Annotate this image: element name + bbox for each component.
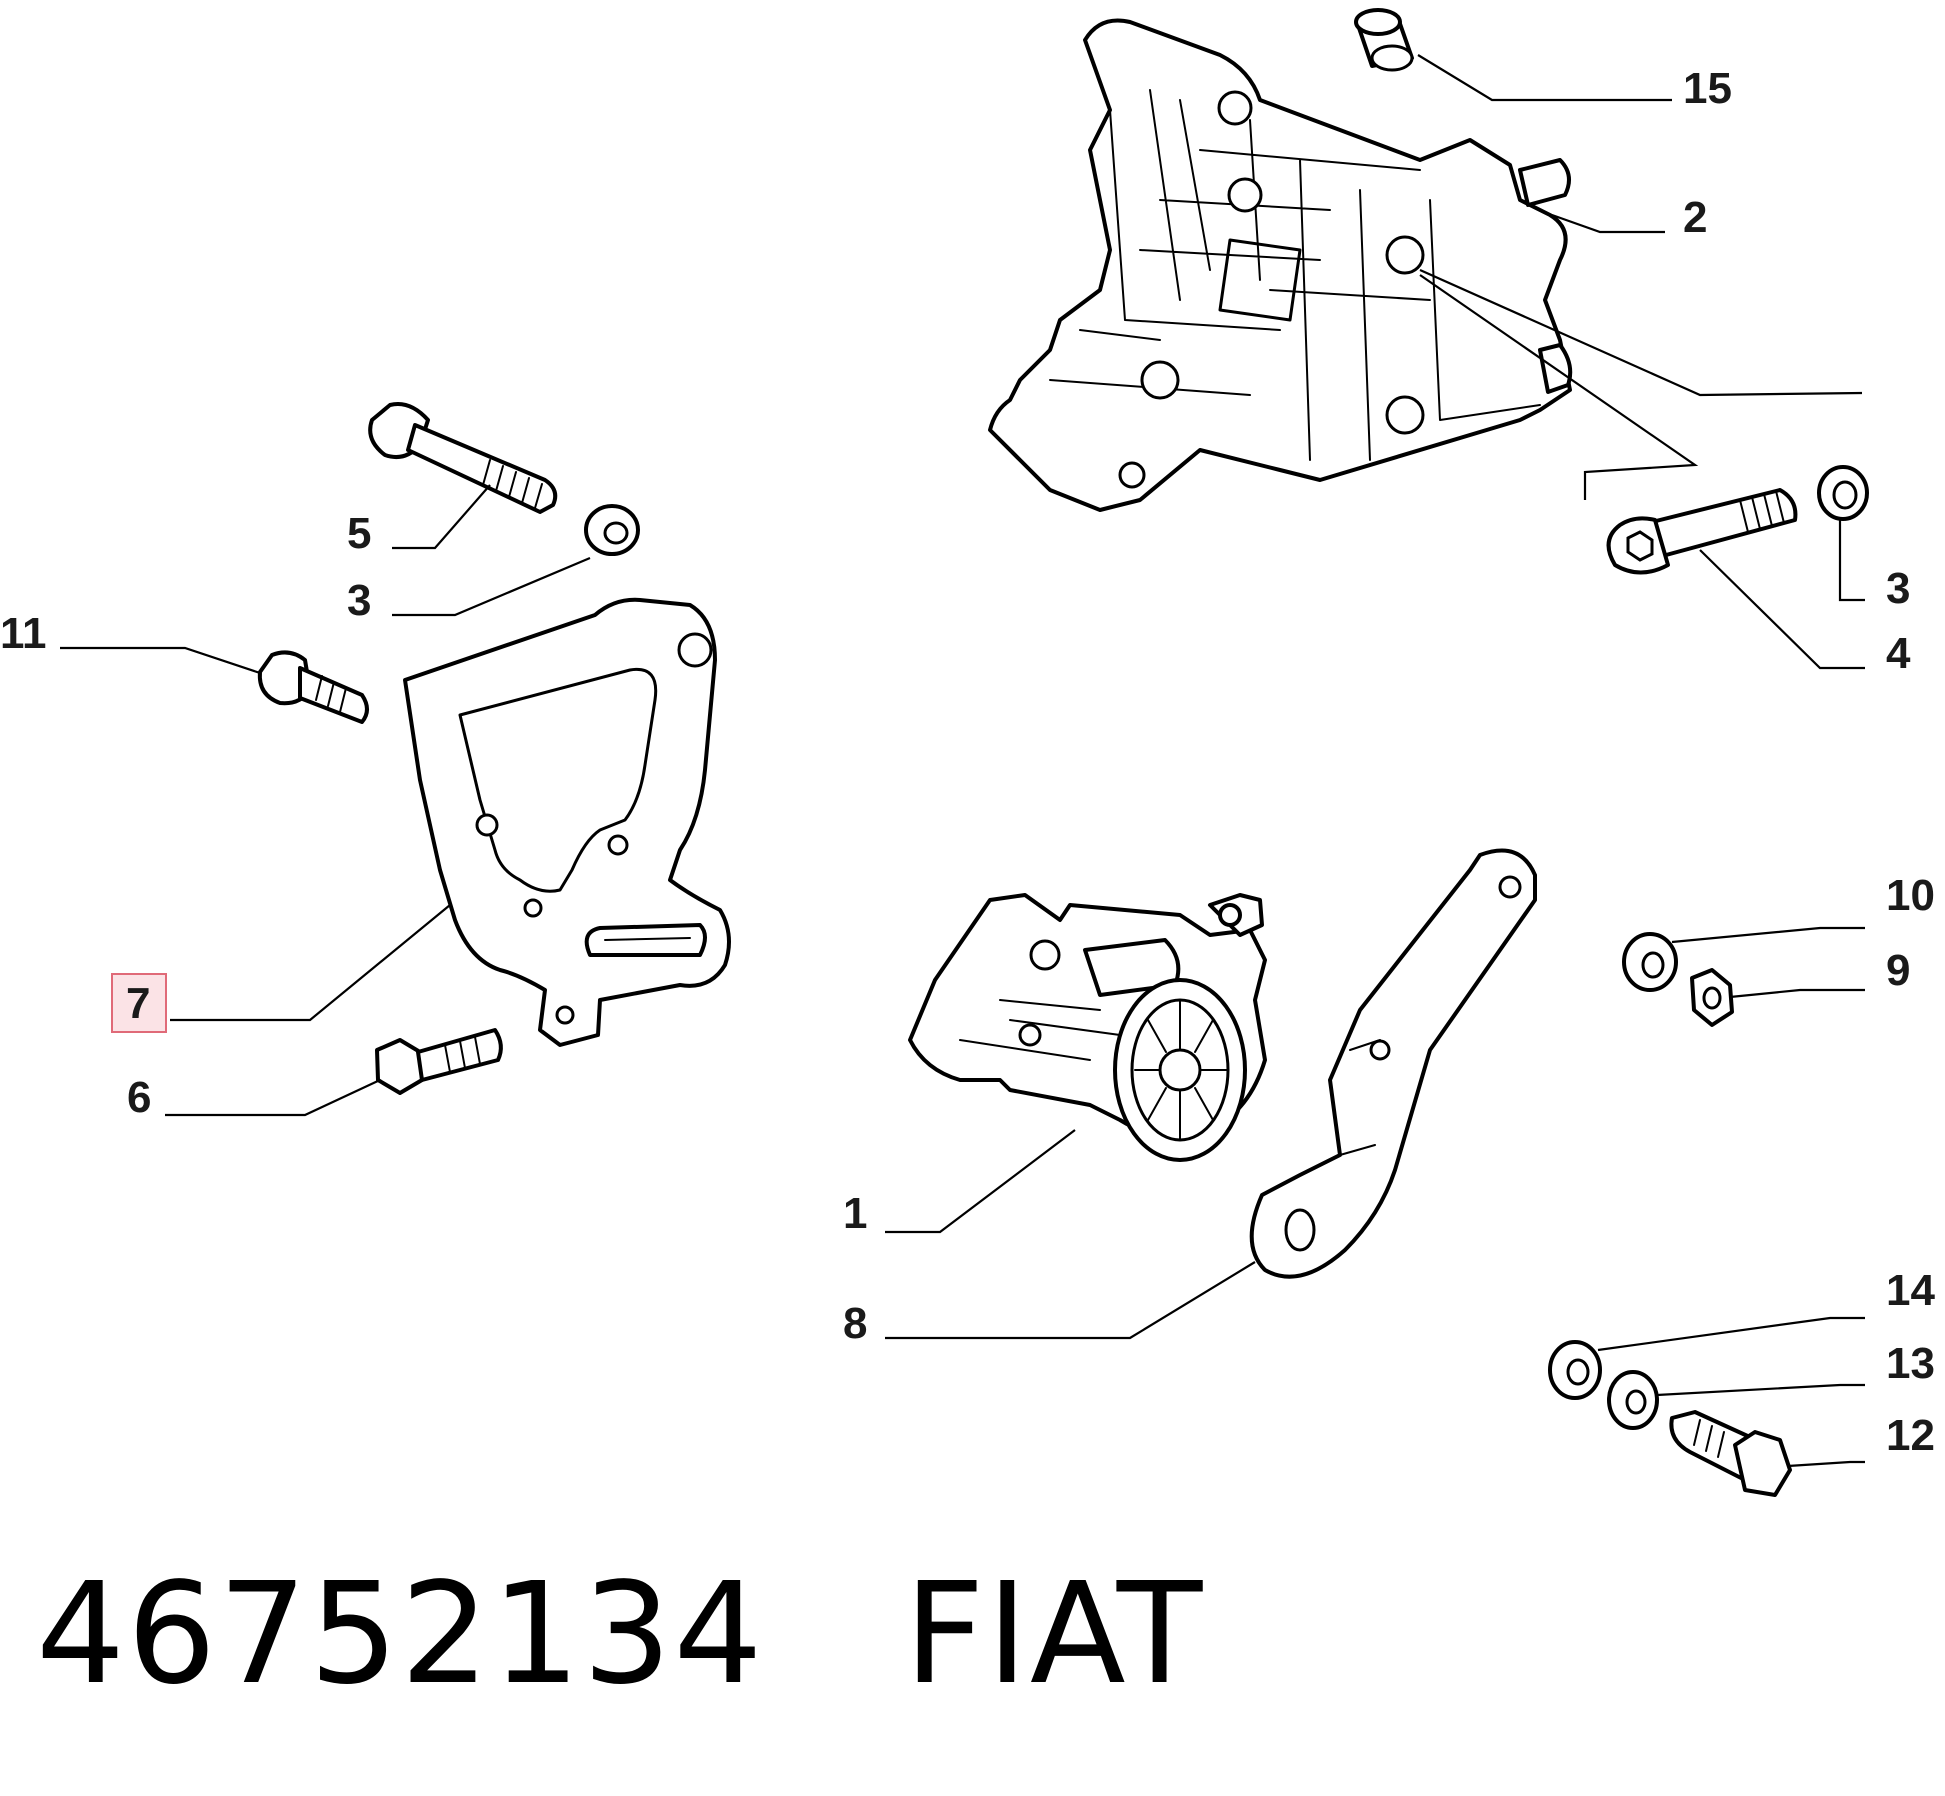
part-5-bolt: [368, 402, 558, 514]
callout-11[interactable]: 11: [0, 609, 47, 658]
part-number: 46752134: [36, 1553, 765, 1716]
part-3-washer-right: [1817, 465, 1869, 521]
callout-14[interactable]: 14: [1886, 1266, 1935, 1315]
part-13-washer: [1607, 1370, 1659, 1430]
callout-15[interactable]: 15: [1683, 64, 1732, 113]
callout-5[interactable]: 5: [347, 509, 371, 558]
part-3-washer-left: [584, 504, 640, 556]
part-1-pump: [908, 893, 1267, 1162]
callout-6[interactable]: 6: [127, 1073, 151, 1122]
callout-7[interactable]: 7: [126, 979, 150, 1028]
callout-8[interactable]: 8: [843, 1299, 867, 1348]
brand-name: FIAT: [904, 1553, 1205, 1716]
callout-2[interactable]: 2: [1683, 193, 1707, 242]
callout-4[interactable]: 4: [1886, 629, 1911, 678]
callout-7-highlight: [111, 973, 167, 1033]
callout-1[interactable]: 1: [843, 1189, 867, 1238]
part-10-washer: [1622, 932, 1678, 992]
callout-3-left[interactable]: 3: [347, 576, 371, 625]
part-15-bushing: [1354, 8, 1414, 72]
callout-10[interactable]: 10: [1886, 871, 1935, 920]
callout-9[interactable]: 9: [1886, 946, 1910, 995]
part-14-washer: [1548, 1340, 1602, 1400]
callout-13[interactable]: 13: [1886, 1339, 1935, 1388]
callout-labels: 15 2 3 4 5 3 11 7 6 1 8 10 9 14 13 12: [0, 64, 1935, 1460]
part-8-link-arm: [1249, 848, 1537, 1279]
part-11-bolt: [257, 650, 369, 724]
callout-3-right[interactable]: 3: [1886, 564, 1910, 613]
callout-12[interactable]: 12: [1886, 1411, 1935, 1460]
part-caption: 46752134 FIAT: [36, 1565, 1204, 1705]
part-7-plate-bracket: [403, 597, 731, 1047]
part-2-main-bracket: [988, 18, 1573, 512]
leader-lines: [60, 54, 1865, 1468]
part-6-bolt: [375, 1028, 503, 1095]
part-12-bolt: [1669, 1410, 1792, 1497]
part-9-nut: [1690, 968, 1734, 1027]
part-4-socket-bolt: [1606, 488, 1798, 575]
